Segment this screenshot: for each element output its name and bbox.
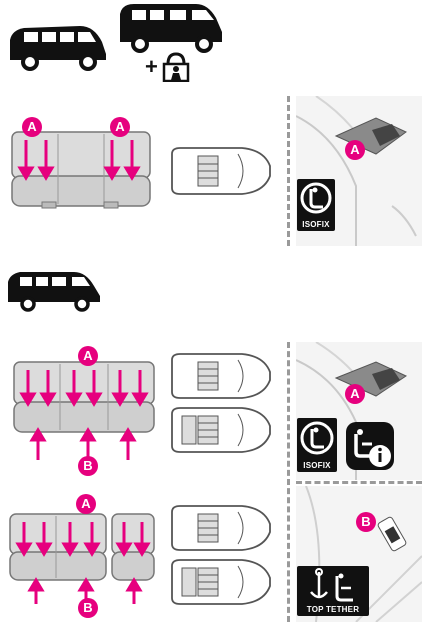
label-a-right: A	[110, 117, 130, 137]
top-tether-label: TOP TETHER	[297, 605, 369, 614]
divider-horizontal	[296, 481, 422, 484]
isofix-label-2: ISOFIX	[297, 461, 337, 470]
car-topview-icon-1	[168, 146, 274, 196]
label-a-closeup-2: A	[345, 384, 365, 404]
car-topview-icon-2a	[168, 352, 274, 400]
label-b-3: B	[78, 598, 98, 618]
label-a-closeup-1: A	[345, 140, 365, 160]
label-a-left: A	[22, 117, 42, 137]
i-size-icon	[346, 422, 394, 470]
label-b-closeup: B	[356, 512, 376, 532]
divider-vertical-1	[287, 96, 290, 246]
van-icon-small	[6, 20, 110, 72]
label-b-2: B	[78, 456, 98, 476]
label-a-2: A	[78, 346, 98, 366]
van-icon-large	[118, 2, 226, 54]
child-lock-icon	[162, 52, 190, 82]
car-topview-icon-3a	[168, 504, 274, 552]
car-topview-icon-3b	[168, 558, 274, 606]
top-tether-icon: TOP TETHER	[297, 566, 369, 616]
isofix-label-1: ISOFIX	[297, 220, 335, 229]
label-a-3: A	[76, 494, 96, 514]
plus-sign: +	[145, 54, 158, 80]
isofix-icon-2: ISOFIX	[297, 418, 337, 472]
car-topview-icon-2b	[168, 406, 274, 454]
divider-vertical-2	[287, 342, 290, 622]
isofix-icon-1: ISOFIX	[297, 179, 335, 231]
van-icon-medium	[6, 268, 102, 312]
